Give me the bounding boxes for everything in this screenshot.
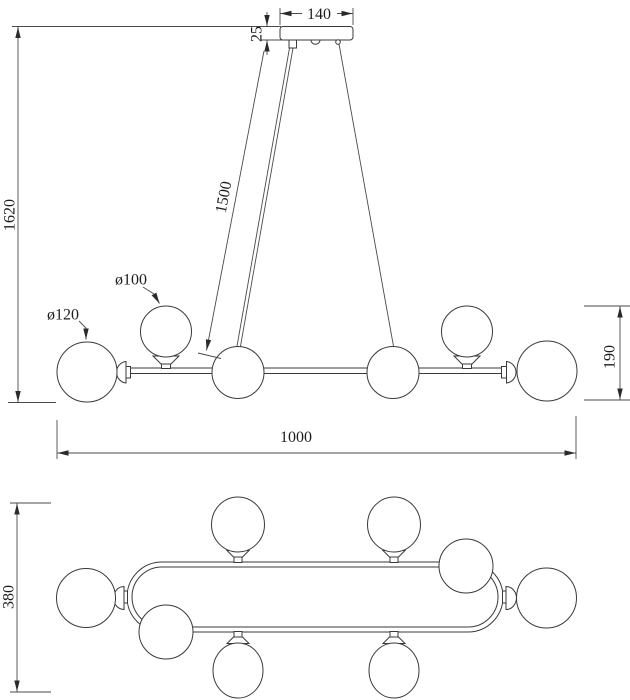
plan-globe-on-ring-right (438, 538, 494, 594)
wire-attachment-ball (335, 39, 341, 45)
plan-globe-down-left (212, 642, 264, 699)
globe-right-upright (441, 305, 493, 358)
dimension-190: 190 (584, 305, 630, 401)
dim-label-380: 380 (1, 585, 18, 609)
dim-label-1620: 1620 (2, 199, 19, 231)
right-end-socket (501, 360, 517, 384)
plan-right-end-socket (502, 585, 517, 611)
plan-globe-up-right (367, 496, 421, 553)
left-wire-inner (239, 47, 294, 350)
canopy-body (279, 26, 354, 41)
dimension-140: 140 (279, 6, 354, 25)
globe-right-end (516, 340, 578, 402)
globe-left-end (56, 341, 118, 403)
plan-globe-on-ring-left (138, 604, 194, 660)
dimension-25: 25 (249, 12, 284, 55)
front-view: 1620 140 25 1500 ø120 (2, 6, 630, 459)
dim-label-1500: 1500 (213, 180, 236, 215)
suspension-wires (236, 43, 395, 350)
plan-bottom-socket-left (225, 631, 251, 644)
top-view: 380 (1, 496, 577, 699)
plan-globes (56, 496, 577, 699)
dim-label-25: 25 (249, 26, 266, 42)
label-diameter-100: ø100 (115, 272, 160, 304)
cable-gland (288, 39, 297, 49)
ring-frame (126, 561, 504, 633)
plan-left-end-socket (113, 585, 128, 611)
left-upright-socket (151, 355, 181, 369)
canopy-center-bump (310, 39, 321, 45)
plan-globe-down-right (368, 642, 420, 699)
ring-inner (131, 566, 499, 628)
dim-label-190: 190 (602, 345, 619, 369)
globe-left-suspension (211, 346, 265, 399)
plan-globe-left-end (56, 568, 116, 628)
ring-outer (126, 561, 504, 633)
globe-left-upright (140, 305, 192, 358)
dimension-1000: 1000 (56, 416, 577, 459)
plan-globe-right-end (516, 567, 577, 629)
right-upright-socket (452, 355, 482, 369)
globe-right-suspension (366, 346, 420, 399)
dimension-1500: 1500 (197, 50, 265, 359)
label-diameter-120: ø120 (47, 307, 89, 340)
dim-label-o120: ø120 (47, 307, 79, 324)
plan-top-socket-right (381, 550, 407, 563)
dim-label-o100: ø100 (115, 272, 147, 289)
left-wire-outer (236, 47, 290, 350)
plan-bottom-socket-right (381, 631, 407, 644)
left-end-socket (116, 360, 131, 384)
dim-label-140: 140 (307, 6, 331, 23)
dimension-380: 380 (1, 502, 51, 693)
right-wire (338, 43, 395, 350)
dim-label-1000: 1000 (280, 429, 312, 446)
plan-globe-up-left (211, 496, 265, 553)
dimension-1620: 1620 (2, 26, 281, 403)
ceiling-canopy (279, 26, 354, 49)
fixture-rod (130, 367, 502, 374)
front-globes (56, 305, 578, 403)
